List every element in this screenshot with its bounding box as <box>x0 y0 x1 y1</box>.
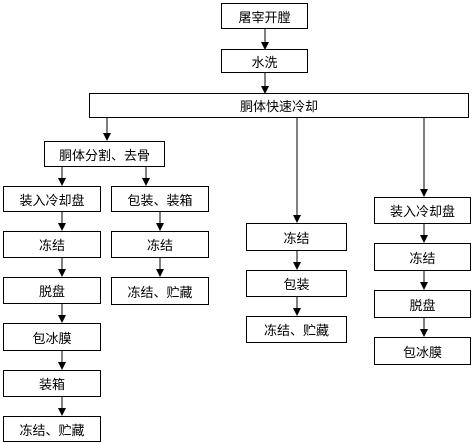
node-freeze2: 冻结 <box>111 231 209 258</box>
node-store3: 冻结、贮藏 <box>246 316 347 343</box>
node-tray1: 装入冷却盘 <box>3 186 101 212</box>
node-freeze3: 冻结 <box>246 223 347 251</box>
node-chill: 胴体快速冷却 <box>89 93 469 118</box>
node-unpan1: 脱盘 <box>3 277 101 304</box>
node-box1: 装箱 <box>3 370 101 397</box>
node-freeze4: 冻结 <box>374 243 471 271</box>
node-tray4: 装入冷却盘 <box>374 197 471 224</box>
node-unpan4: 脱盘 <box>374 290 471 318</box>
node-wash: 水洗 <box>221 49 308 73</box>
node-slaughter: 屠宰开膛 <box>221 3 308 29</box>
node-store2: 冻结、贮藏 <box>111 277 209 305</box>
node-glaze4: 包冰膜 <box>374 337 471 365</box>
node-cut: 胴体分割、去骨 <box>44 141 165 167</box>
node-store1: 冻结、贮藏 <box>3 416 101 442</box>
node-pack2: 包装、装箱 <box>111 186 209 212</box>
node-pack3: 包装 <box>246 270 347 297</box>
node-glaze1: 包冰膜 <box>3 323 101 351</box>
node-freeze1: 冻结 <box>3 231 101 258</box>
